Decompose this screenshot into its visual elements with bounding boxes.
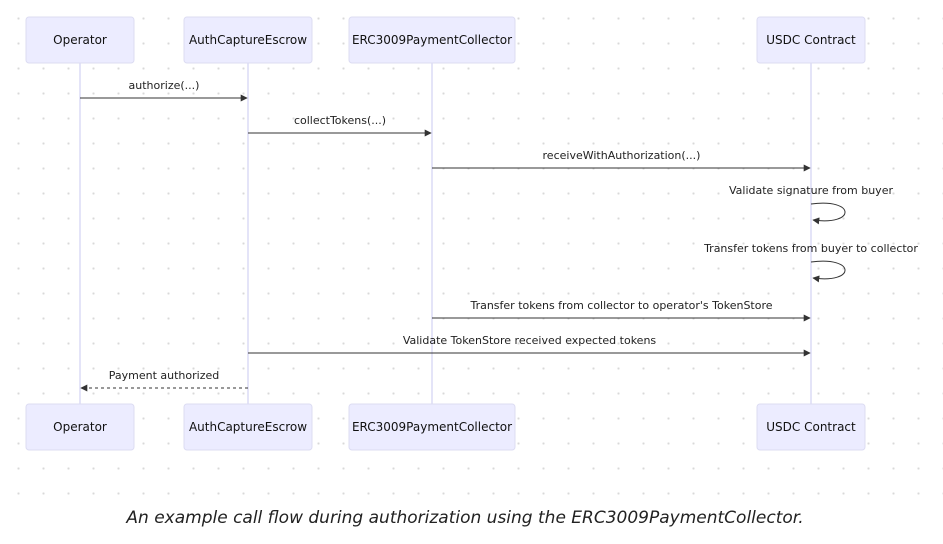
messages: authorize(...) collectTokens(...) receiveW… <box>80 79 918 392</box>
actor-collector-bottom: ERC3009PaymentCollector <box>348 403 516 451</box>
actor-label: USDC Contract <box>766 33 856 47</box>
message-2: collectTokens(...) <box>248 114 432 137</box>
message-5: Transfer tokens from buyer to collector <box>703 242 918 283</box>
actors-top: Operator AuthCaptureEscrow ERC3009PaymentC… <box>25 16 866 64</box>
actor-label: ERC3009PaymentCollector <box>352 420 512 434</box>
actor-box <box>183 403 313 451</box>
message-arrow <box>810 260 846 283</box>
actor-label: AuthCaptureEscrow <box>189 420 307 434</box>
message-label: Transfer tokens from buyer to collector <box>703 242 918 255</box>
actor-operator-bottom: Operator <box>25 403 135 451</box>
actors-bottom: Operator AuthCaptureEscrow ERC3009PaymentC… <box>25 403 866 451</box>
actor-label: USDC Contract <box>766 420 856 434</box>
actor-operator-top: Operator <box>25 16 135 64</box>
actor-collector-top: ERC3009PaymentCollector <box>348 16 516 64</box>
actor-usdc-bottom: USDC Contract <box>756 403 866 451</box>
message-label: Payment authorized <box>109 369 219 382</box>
actor-box <box>183 16 313 64</box>
message-label: authorize(...) <box>129 79 200 92</box>
actor-label: ERC3009PaymentCollector <box>352 33 512 47</box>
message-8: Payment authorized <box>80 369 248 392</box>
message-6: Transfer tokens from collector to operat… <box>432 299 811 322</box>
message-label: receiveWithAuthorization(...) <box>543 149 701 162</box>
actor-box <box>25 16 135 64</box>
figure-caption: An example call flow during authorizatio… <box>126 508 804 528</box>
message-4: Validate signature from buyer <box>729 184 893 225</box>
message-label: collectTokens(...) <box>294 114 386 127</box>
message-3: receiveWithAuthorization(...) <box>432 149 811 172</box>
actor-box <box>25 403 135 451</box>
message-arrow <box>810 202 846 225</box>
actor-label: AuthCaptureEscrow <box>189 33 307 47</box>
actor-box <box>348 16 516 64</box>
actor-box <box>756 403 866 451</box>
message-label: Transfer tokens from collector to operat… <box>469 299 772 312</box>
message-7: Validate TokenStore received expected to… <box>248 334 811 357</box>
message-label: Validate signature from buyer <box>729 184 893 197</box>
message-1: authorize(...) <box>80 79 248 102</box>
actor-box <box>348 403 516 451</box>
actor-box <box>756 16 866 64</box>
actor-label: Operator <box>53 420 107 434</box>
lifelines <box>79 63 812 404</box>
actor-usdc-top: USDC Contract <box>756 16 866 64</box>
actor-escrow-top: AuthCaptureEscrow <box>183 16 313 64</box>
message-label: Validate TokenStore received expected to… <box>403 334 657 347</box>
actor-escrow-bottom: AuthCaptureEscrow <box>183 403 313 451</box>
actor-label: Operator <box>53 33 107 47</box>
